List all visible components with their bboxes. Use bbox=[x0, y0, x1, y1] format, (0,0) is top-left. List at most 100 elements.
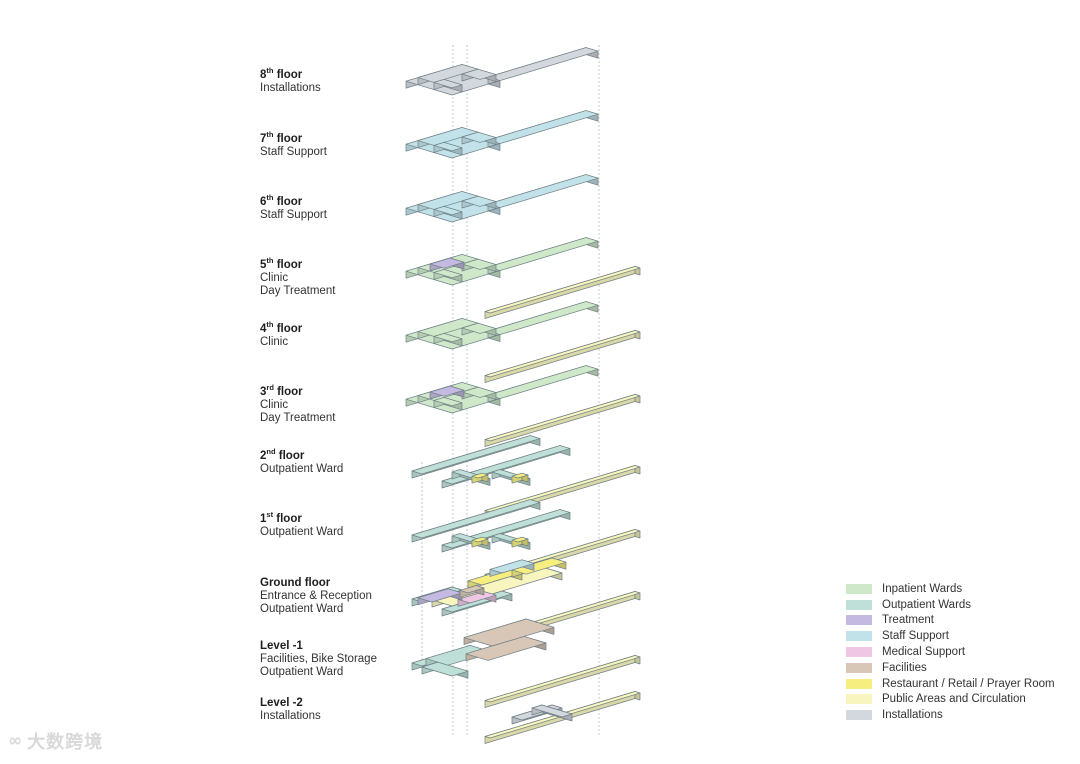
floor-program: Outpatient Ward bbox=[260, 666, 344, 679]
slab-floor-7-arm bbox=[487, 110, 599, 144]
slab-floor-4-ring-left bbox=[433, 333, 463, 343]
floor-program: Installations bbox=[260, 82, 321, 95]
slab-floor-1-retail-b bbox=[511, 536, 529, 543]
slab-ground-floor-medical-support bbox=[457, 591, 497, 604]
slab-floor-1-bar-back bbox=[411, 499, 541, 539]
floor-program: Installations bbox=[260, 710, 321, 723]
floor-label-4: 4th floor Clinic bbox=[260, 320, 303, 349]
slab-level-minus-1-facilities-back bbox=[463, 618, 555, 647]
floor-program: Clinic bbox=[260, 336, 289, 349]
floor-program: Clinic bbox=[260, 272, 289, 285]
legend-swatch bbox=[846, 631, 872, 642]
legend-label: Inpatient Wards bbox=[882, 582, 963, 595]
watermark-text: 大数跨境 bbox=[27, 732, 104, 753]
floor-label-2: 2nd floor Outpatient Ward bbox=[260, 447, 344, 476]
legend-item-public-areas: Public Areas and Circulation bbox=[846, 692, 1055, 708]
floor-label-6: 6th floor Staff Support bbox=[260, 193, 327, 222]
legend-item-installations: Installations bbox=[846, 707, 1055, 723]
slab-floor-2-retail-b bbox=[511, 472, 529, 479]
legend-swatch bbox=[846, 599, 872, 610]
legend-item-staff-support: Staff Support bbox=[846, 628, 1055, 644]
legend-label: Facilities bbox=[882, 661, 927, 674]
slab-floor-6-arm bbox=[487, 174, 599, 208]
slab-floor-5-arm bbox=[487, 237, 599, 271]
slab-floor-6-ring-left bbox=[433, 206, 463, 216]
floor-name: Level -1 bbox=[260, 640, 303, 652]
slab-floor-7-ring-right bbox=[461, 131, 497, 143]
slab-floor-2-retail-a bbox=[471, 472, 489, 479]
floor-program: Clinic bbox=[260, 399, 289, 412]
legend-swatch bbox=[846, 694, 872, 705]
floor-label-3: 3rd floor Clinic Day Treatment bbox=[260, 383, 336, 425]
floor-label-ground: Ground floor Entrance & Reception Outpat… bbox=[260, 577, 372, 617]
floor-name: 4 bbox=[260, 323, 267, 335]
floor-program: Outpatient Ward bbox=[260, 526, 344, 539]
floor-program: Day Treatment bbox=[260, 412, 336, 425]
floor-name: 6 bbox=[260, 196, 267, 208]
floor-label-level-minus-2: Level -2 Installations bbox=[260, 697, 321, 723]
floor-program: Outpatient Ward bbox=[260, 463, 344, 476]
legend-swatch bbox=[846, 678, 872, 689]
legend-label: Installations bbox=[882, 709, 943, 722]
floor-name: 1 bbox=[260, 513, 267, 525]
slab-floor-6-ring-right bbox=[461, 195, 497, 207]
legend-label: Restaurant / Retail / Prayer Room bbox=[882, 677, 1055, 690]
legend-item-medical-support: Medical Support bbox=[846, 644, 1055, 660]
legend-swatch bbox=[846, 662, 872, 673]
slab-floor-5-public-walkway bbox=[484, 266, 641, 314]
floor-name: 5 bbox=[260, 259, 267, 271]
slab-floor-5-ring-left bbox=[433, 269, 463, 279]
legend-swatch bbox=[846, 710, 872, 721]
slab-level-minus-1-public-walkway bbox=[484, 655, 641, 703]
slab-floor-7-ring-left bbox=[433, 142, 463, 152]
slab-floor-5-treatment-block bbox=[429, 257, 465, 269]
legend-label: Public Areas and Circulation bbox=[882, 693, 1026, 706]
floor-program: Staff Support bbox=[260, 146, 327, 159]
floor-name: Ground floor bbox=[260, 577, 331, 589]
legend-label: Staff Support bbox=[882, 630, 949, 643]
floor-name: 2 bbox=[260, 450, 267, 462]
slab-ground-floor-facilities bbox=[459, 585, 485, 594]
watermark: ∞ 大数跨境 bbox=[8, 728, 103, 754]
floor-name: 3 bbox=[260, 386, 267, 398]
slab-floor-3-ring-right bbox=[461, 386, 497, 398]
floor-label-1: 1st floor Outpatient Ward bbox=[260, 510, 344, 539]
floor-label-5: 5th floor Clinic Day Treatment bbox=[260, 256, 336, 298]
legend-label: Outpatient Wards bbox=[882, 598, 972, 611]
legend-swatch bbox=[846, 583, 872, 594]
legend: Inpatient Wards Outpatient Wards Treatme… bbox=[846, 581, 1055, 723]
slab-floor-8-ring-left bbox=[433, 79, 463, 89]
slab-floor-2-public-walkway bbox=[484, 465, 641, 513]
slab-floor-4-ring-right bbox=[461, 322, 497, 334]
floor-name: 7 bbox=[260, 133, 267, 145]
slab-floor-2-bar-back bbox=[411, 435, 541, 475]
slab-ground-floor-retail bbox=[511, 557, 567, 575]
slab-floor-3-public-walkway bbox=[484, 394, 641, 442]
floor-program: Outpatient Ward bbox=[260, 603, 344, 616]
floor-name: Level -2 bbox=[260, 697, 303, 709]
legend-swatch bbox=[846, 647, 872, 658]
floor-program: Facilities, Bike Storage bbox=[260, 653, 377, 666]
legend-item-treatment: Treatment bbox=[846, 613, 1055, 629]
legend-item-inpatient-wards: Inpatient Wards bbox=[846, 581, 1055, 597]
floor-name: 8 bbox=[260, 69, 267, 81]
slab-floor-3-treatment-block bbox=[429, 385, 465, 397]
watermark-icon: ∞ bbox=[8, 731, 24, 751]
slab-floor-8-arm bbox=[487, 47, 599, 81]
slab-level-minus-2-installations-leg bbox=[531, 704, 573, 718]
legend-swatch bbox=[846, 615, 872, 626]
slab-floor-8-ring-right bbox=[461, 68, 497, 80]
legend-label: Treatment bbox=[882, 614, 934, 627]
slab-floor-1-retail-a bbox=[471, 536, 489, 543]
floor-program: Day Treatment bbox=[260, 285, 336, 298]
legend-item-restaurant: Restaurant / Retail / Prayer Room bbox=[846, 676, 1055, 692]
floor-label-level-minus-1: Level -1 Facilities, Bike Storage Outpat… bbox=[260, 640, 377, 680]
slab-floor-4-public-walkway bbox=[484, 330, 641, 378]
floor-label-8: 8th floor Installations bbox=[260, 66, 321, 95]
floor-program: Entrance & Reception bbox=[260, 590, 372, 603]
floor-program: Staff Support bbox=[260, 209, 327, 222]
legend-item-outpatient-wards: Outpatient Wards bbox=[846, 597, 1055, 613]
legend-label: Medical Support bbox=[882, 646, 966, 659]
slab-floor-5-ring-right bbox=[461, 258, 497, 270]
